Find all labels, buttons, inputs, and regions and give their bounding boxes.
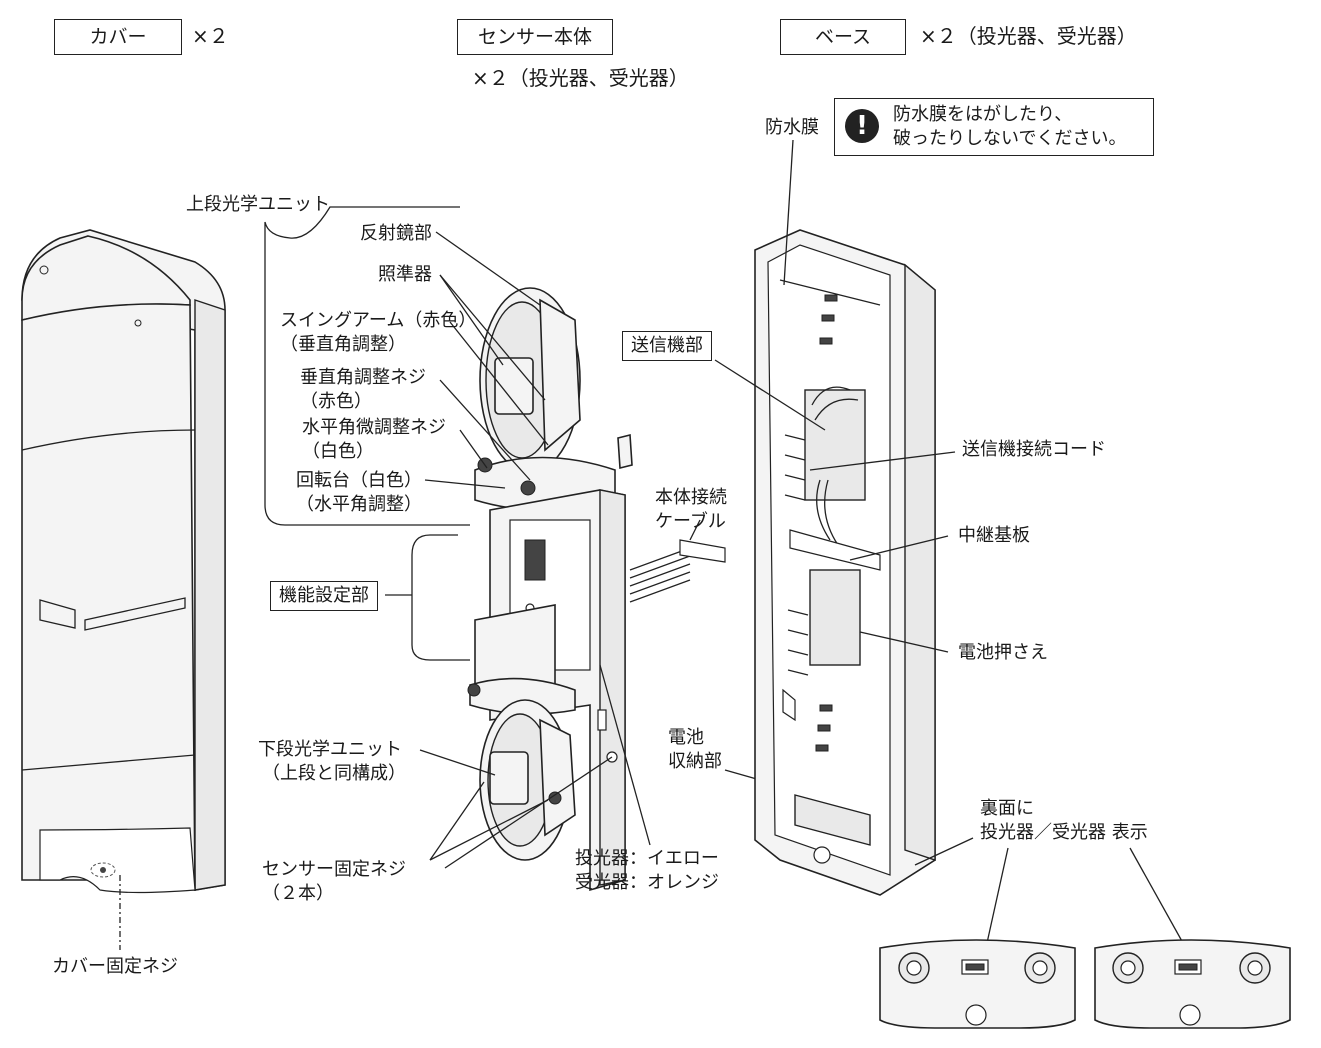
- battery-label-2: 収納部: [668, 751, 722, 772]
- cover-header-box: カバー: [54, 19, 182, 55]
- cable-connector: [629, 539, 726, 603]
- cable-label-1: 本体接続: [655, 487, 727, 508]
- back-label-1: 裏面に: [980, 798, 1034, 819]
- warning-line-2: 破ったりしないでください。: [893, 128, 1127, 149]
- battery-label-1: 電池: [668, 727, 704, 748]
- base-leaders: [714, 139, 1189, 953]
- color-label-1: 投光器：イエロー: [575, 848, 719, 869]
- base-back-view-2: [1094, 939, 1291, 1029]
- fix-screw-label-2: （２本）: [262, 883, 334, 904]
- sensor-count: ×２（投光器、受光器）: [472, 66, 689, 90]
- color-label-2: 受光器：オレンジ: [575, 872, 719, 893]
- upper-unit-label: 上段光学ユニット: [186, 194, 330, 215]
- membrane-label: 防水膜: [765, 117, 819, 138]
- cover-header-label: カバー: [89, 26, 147, 48]
- function-setting-label: 機能設定部: [270, 581, 378, 611]
- battery-holder-label: 電池押さえ: [958, 642, 1048, 663]
- base-back-view-1: [879, 939, 1076, 1029]
- cover-fix-screw-label: カバー固定ネジ: [52, 956, 178, 977]
- cover-illustration: [21, 229, 226, 950]
- turntable-label-2: （水平角調整）: [296, 494, 422, 515]
- warning-line-1: 防水膜をはがしたり、: [893, 104, 1073, 125]
- lower-unit-label-1: 下段光学ユニット: [258, 739, 402, 760]
- back-label-2: 投光器／受光器 表示: [980, 822, 1148, 843]
- reflector-label: 反射鏡部: [360, 223, 432, 244]
- transmitter-label: 送信機部: [622, 331, 712, 361]
- vert-screw-label-2: （赤色）: [300, 391, 372, 412]
- sensor-header-label: センサー本体: [477, 26, 592, 48]
- base-illustration: [754, 229, 936, 896]
- sensor-header-box: センサー本体: [457, 19, 613, 55]
- fix-screw-label-1: センサー固定ネジ: [262, 859, 406, 880]
- base-header-box: ベース: [780, 19, 906, 55]
- horiz-screw-label-2: （白色）: [302, 441, 374, 462]
- cover-count: ×２: [192, 24, 229, 48]
- swing-arm-label-1: スイングアーム（赤色）: [280, 310, 477, 331]
- exclamation-icon: !: [845, 109, 879, 143]
- horiz-screw-label-1: 水平角微調整ネジ: [302, 417, 446, 438]
- sensor-illustration: [264, 206, 726, 892]
- lower-unit-label-2: （上段と同構成）: [262, 763, 406, 784]
- cable-label-2: ケーブル: [655, 511, 726, 532]
- sight-label: 照準器: [378, 264, 432, 285]
- warning-box: ! 防水膜をはがしたり、 破ったりしないでください。: [834, 98, 1154, 156]
- vert-screw-label-1: 垂直角調整ネジ: [300, 367, 426, 388]
- base-header-label: ベース: [814, 26, 872, 48]
- turntable-label-1: 回転台（白色）: [296, 470, 422, 491]
- base-count: ×２（投光器、受光器）: [920, 24, 1137, 48]
- swing-arm-label-2: （垂直角調整）: [280, 334, 406, 355]
- transmitter-cord-label: 送信機接続コード: [962, 439, 1106, 460]
- relay-board-label: 中継基板: [958, 525, 1030, 546]
